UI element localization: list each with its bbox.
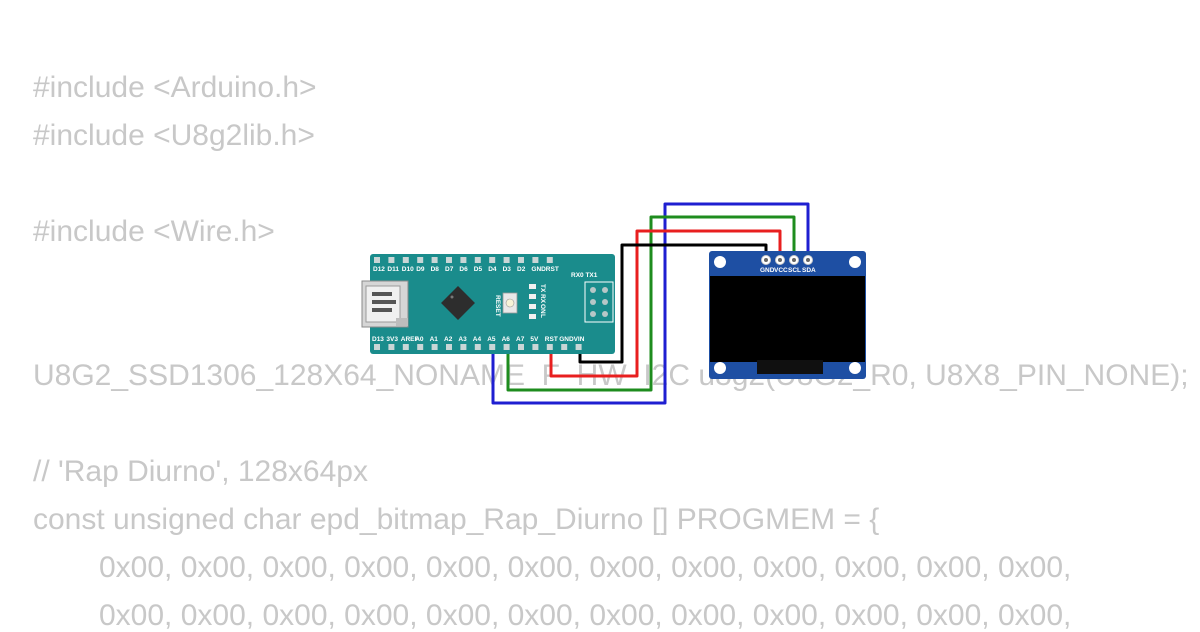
status-leds (529, 284, 536, 319)
wires (491, 202, 810, 405)
pin-header-bottom-gnd[interactable] (561, 344, 568, 350)
pin-header-bottom-5v[interactable] (532, 344, 539, 350)
pin-header-top-rst[interactable] (546, 257, 553, 263)
usb-connector (361, 280, 409, 328)
led-label-l: L (539, 314, 546, 318)
code-line-hex-row-2: 0x00, 0x00, 0x00, 0x00, 0x00, 0x00, 0x00… (99, 599, 1072, 632)
pin-header-top-d5[interactable] (474, 257, 481, 263)
pin-header-bottom-a3[interactable] (460, 344, 467, 350)
pin-header-top-gnd[interactable] (532, 257, 539, 263)
pin-label-bottom-a6: A6 (502, 336, 511, 343)
pin-header-bottom-a5[interactable] (489, 344, 496, 350)
pin-header-bottom-a2[interactable] (446, 344, 452, 350)
pin-header-top-d10[interactable] (402, 257, 409, 263)
pin-label-bottom-gnd: GND (559, 336, 574, 343)
pin-header-top-d6[interactable] (460, 257, 467, 263)
pin-label-top-d7: D7 (445, 266, 454, 273)
pin-label-top-d12: D12 (373, 266, 385, 273)
mounting-holes (714, 256, 861, 374)
code-line-hex-row-1: 0x00, 0x00, 0x00, 0x00, 0x00, 0x00, 0x00… (99, 551, 1072, 584)
pin-header-top-d3[interactable] (503, 257, 510, 263)
pin-label-bottom-a1: A1 (430, 336, 439, 343)
pin-label-bottom-a2: A2 (444, 336, 453, 343)
pin-label-bottom-a5: A5 (487, 336, 496, 343)
pin-header-top-d7[interactable] (446, 257, 452, 263)
pin-label-bottom-vin: VIN (574, 336, 585, 343)
arduino-board (370, 254, 615, 354)
wire-gnd[interactable] (578, 243, 768, 364)
pin-label-bottom-a0: A0 (415, 336, 424, 343)
oled-pin-hole-vcc (778, 258, 782, 262)
pin-label-top-d8: D8 (431, 266, 440, 273)
pin-header-top-d11[interactable] (388, 257, 395, 263)
oled-screen (710, 276, 865, 362)
code-line-bitmap-declaration: const unsigned char epd_bitmap_Rap_Diurn… (33, 503, 880, 536)
pin-header-bottom-aref[interactable] (402, 344, 409, 350)
pin-header-bottom-a4[interactable] (474, 344, 481, 350)
pin-header-bottom-a0[interactable] (417, 344, 424, 350)
pin-label-top-d4: D4 (488, 266, 497, 273)
led-label-tx: TX (539, 284, 546, 293)
pin-label-bottom-a4: A4 (473, 336, 482, 343)
pin-header-top-d12[interactable] (374, 257, 380, 263)
code-line-include-u8g2: #include <U8g2lib.h> (33, 119, 315, 152)
led-label-rx: RX (539, 294, 546, 304)
pin-label-bottom-aref: AREF (401, 336, 419, 343)
code-line-include-wire: #include <Wire.h> (33, 215, 275, 248)
wire-sda[interactable] (491, 202, 810, 405)
pin-header-bottom-vin[interactable] (575, 344, 582, 350)
oled-pin-label-sda: SDA (802, 267, 816, 274)
oled-pin-hole-sda (806, 258, 810, 262)
wire-vcc[interactable] (549, 229, 782, 378)
pin-label-bottom-5v: 5V (530, 336, 539, 343)
pin-label-bottom-a7: A7 (516, 336, 525, 343)
pin-label-top-d6: D6 (459, 266, 468, 273)
pin-label-bottom-a3: A3 (458, 336, 467, 343)
pin-header-bottom-d13[interactable] (374, 344, 380, 350)
pin-header-top-d2[interactable] (518, 257, 524, 263)
reset-label: RESET (494, 295, 501, 317)
wire-scl[interactable] (506, 215, 796, 392)
oled-pin-label-gnd: GND (760, 267, 775, 274)
oled-pin-hole-scl (792, 258, 796, 262)
oled-pin-label-scl: SCL (788, 267, 801, 274)
pin-header-top-d4[interactable] (489, 257, 496, 263)
oled-ribbon (757, 360, 823, 374)
icsp-header (584, 281, 614, 323)
pin-label-top-d11: D11 (387, 266, 399, 273)
oled-pin-hole-gnd (764, 258, 768, 262)
pin-label-top-gnd: GND (531, 266, 546, 273)
pin-label-top-d2: D2 (517, 266, 526, 273)
led-label-on: ON (539, 304, 546, 314)
pin-label-top-d5: D5 (474, 266, 483, 273)
pin-header-bottom-a1[interactable] (431, 344, 438, 350)
code-line-include-arduino: #include <Arduino.h> (33, 71, 317, 104)
pin-header-top-d9[interactable] (417, 257, 424, 263)
pin-header-bottom-rst[interactable] (546, 344, 553, 350)
pin-header-bottom-a7[interactable] (518, 344, 524, 350)
code-line-bitmap-comment: // 'Rap Diurno', 128x64px (33, 455, 368, 488)
pin-header-bottom-a6[interactable] (503, 344, 510, 350)
pin-header-top-d8[interactable] (431, 257, 438, 263)
pin-label-top-d3: D3 (503, 266, 512, 273)
pin-label-bottom-d13: D13 (372, 336, 384, 343)
pin-header-bottom-3v3[interactable] (388, 344, 395, 350)
code-background: #include <Arduino.h> #include <U8g2lib.h… (33, 71, 1189, 632)
pin-label-bottom-3v3: 3V3 (386, 336, 398, 343)
pin-label-top-d9: D9 (416, 266, 425, 273)
rx-tx-label: RX0 TX1 (571, 272, 598, 279)
oled-pin-label-vcc: VCC (774, 267, 788, 274)
pin-label-top-d10: D10 (402, 266, 414, 273)
microcontroller-chip (441, 286, 475, 320)
pin-label-bottom-rst: RST (545, 336, 558, 343)
reset-button[interactable] (502, 292, 518, 314)
pin-label-top-rst: RST (546, 266, 559, 273)
